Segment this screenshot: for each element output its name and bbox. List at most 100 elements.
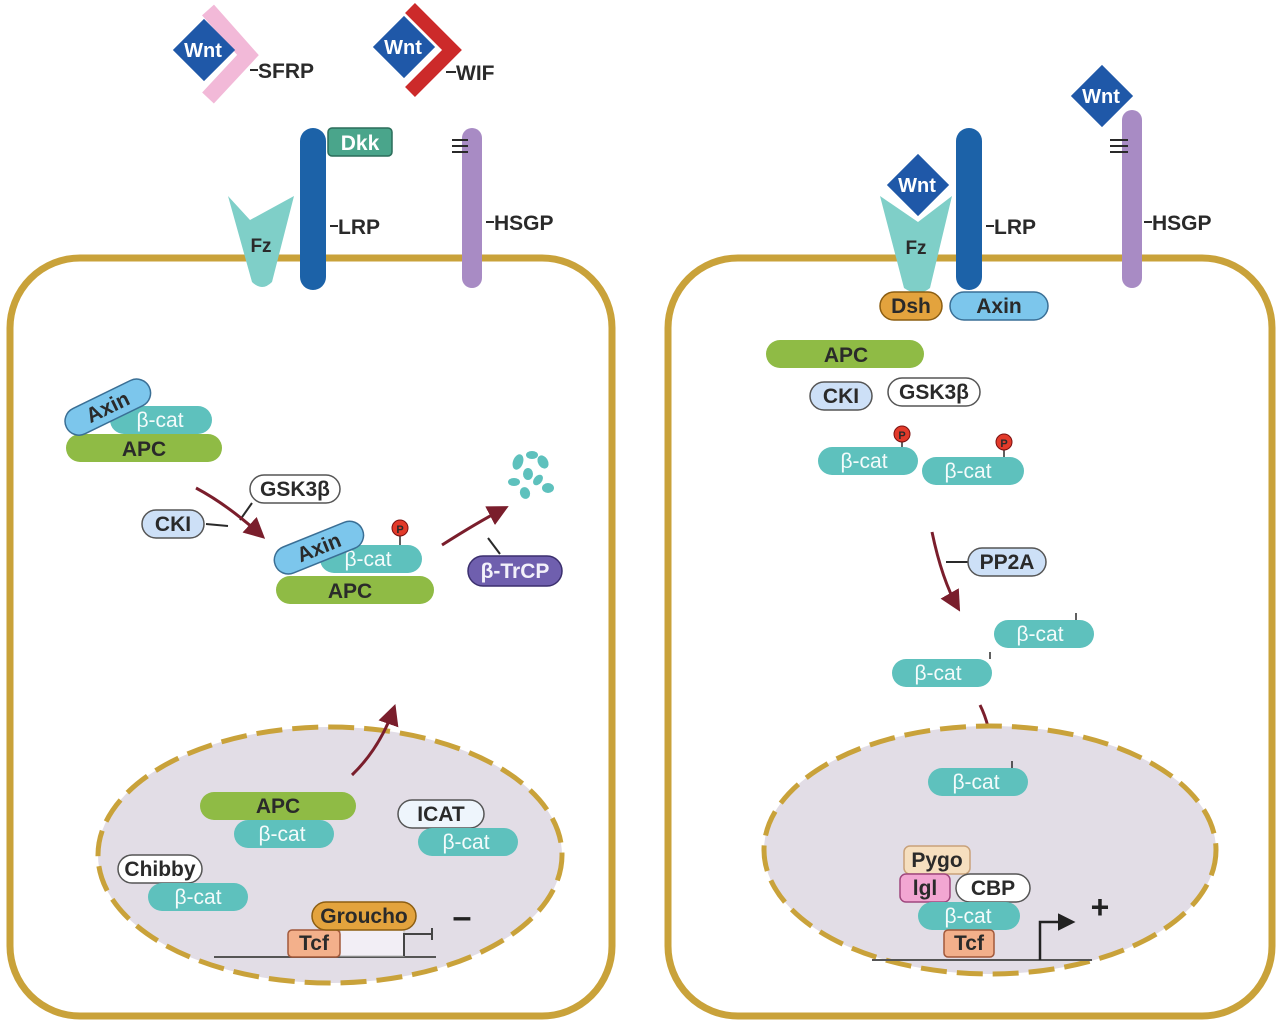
phosphate-marker — [893, 425, 911, 443]
pygo-label: Pygo — [911, 849, 962, 872]
lrp-label: LRP — [338, 216, 380, 239]
apc-protein — [766, 340, 924, 368]
beta-cat-protein — [148, 883, 248, 911]
tcf-protein — [943, 929, 995, 958]
apc-label: APC — [328, 580, 372, 603]
tcf-label: Tcf — [954, 932, 985, 955]
lgl-label: lgl — [913, 877, 938, 900]
wnt-label: Wnt — [898, 175, 936, 197]
right-cell: Wnt HSGP Wnt Fz LRP Dsh Axin APC CKI GSK… — [664, 64, 1276, 1020]
beta-cat-protein — [994, 620, 1094, 648]
beta-cat-label: β-cat — [174, 886, 221, 909]
sfrp-label: SFRP — [258, 60, 314, 83]
chibby-protein — [117, 854, 203, 884]
beta-cat-protein — [110, 406, 212, 434]
phosphate-marker — [391, 519, 409, 537]
cki-protein — [809, 381, 873, 411]
hsgp-proteoglycan — [462, 128, 482, 288]
dsh-protein — [879, 291, 943, 321]
fz-receptor — [880, 196, 952, 293]
wnt-label: Wnt — [1082, 86, 1120, 108]
apc-protein — [66, 434, 222, 462]
apc-label: APC — [122, 438, 166, 461]
apc-label: APC — [824, 344, 868, 367]
fz-label: Fz — [250, 236, 271, 257]
axin-protein — [273, 520, 365, 575]
repressed-promoter — [403, 928, 433, 956]
dephosphorylation-arrow — [930, 531, 961, 612]
cki-label: CKI — [155, 513, 191, 536]
phosphate-label: P — [898, 430, 905, 442]
sfrp-chevron — [202, 4, 259, 104]
beta-cat-label: β-cat — [1016, 623, 1063, 646]
promoter-box — [339, 927, 405, 957]
hsgp-proteoglycan — [1122, 110, 1142, 288]
right-nucleus: β-cat Pygo lgl CBP β-cat Tcf + — [761, 723, 1219, 977]
hsgp-glycan-chains — [1110, 139, 1128, 153]
gsk3b-label: GSK3β — [260, 478, 330, 501]
tcf-protein — [287, 929, 341, 958]
hsgp-glycan-chains — [452, 139, 468, 153]
lrp-receptor — [956, 128, 982, 290]
activation-sign: + — [1091, 889, 1110, 925]
wnt-diamond — [372, 15, 436, 79]
wnt-wif-complex: Wnt WIF — [372, 3, 495, 97]
beta-cat-label: β-cat — [258, 823, 305, 846]
groucho-protein — [311, 901, 417, 931]
wnt-diamond — [886, 153, 950, 217]
fz-label: Fz — [905, 238, 926, 259]
apc-protein — [200, 792, 356, 820]
degradation-arrow — [441, 506, 509, 547]
icat-label: ICAT — [417, 803, 465, 826]
apc-label: APC — [256, 795, 300, 818]
btrcp-protein — [467, 555, 563, 587]
nuclear-export-arrow — [350, 704, 399, 777]
dkk-protein — [327, 127, 393, 157]
hsgp-label: HSGP — [1152, 212, 1212, 235]
repression-sign: – — [453, 898, 472, 936]
lgl-protein — [899, 873, 951, 903]
beta-cat-protein — [928, 768, 1028, 796]
beta-cat-protein — [818, 447, 918, 475]
beta-cat-protein — [234, 820, 334, 848]
destruction-complex-phosphorylated: APC β-cat Axin P — [273, 519, 434, 604]
btrcp-label: β-TrCP — [481, 560, 550, 583]
chibby-label: Chibby — [124, 858, 195, 881]
nuclear-envelope — [95, 724, 565, 986]
phosphorylation-arrow — [195, 486, 266, 539]
beta-cat-label: β-cat — [344, 548, 391, 571]
axin-protein — [949, 291, 1049, 321]
axin-protein — [64, 378, 152, 436]
beta-cat-label: β-cat — [840, 450, 887, 473]
beta-cat-label: β-cat — [442, 831, 489, 854]
beta-cat-label: β-cat — [944, 460, 991, 483]
wnt-sfrp-complex: Wnt SFRP — [172, 4, 314, 104]
wif-label: WIF — [456, 62, 495, 85]
wif-chevron — [405, 3, 462, 97]
beta-cat-label: β-cat — [944, 905, 991, 928]
transcription-start-arrow — [1038, 913, 1076, 960]
beta-cat-protein — [418, 828, 518, 856]
gsk3b-protein — [887, 377, 981, 407]
cki-protein — [141, 509, 205, 539]
wnt-label: Wnt — [184, 40, 222, 62]
dkk-label: Dkk — [341, 132, 380, 155]
beta-cat-label: β-cat — [136, 409, 183, 432]
phosphate-marker — [995, 433, 1013, 451]
lrp-receptor — [300, 128, 326, 290]
tcf-label: Tcf — [299, 932, 330, 955]
cbp-label: CBP — [971, 877, 1015, 900]
degraded-fragments — [508, 451, 554, 499]
pp2a-protein — [967, 547, 1047, 577]
beta-cat-label: β-cat — [914, 662, 961, 685]
beta-cat-protein — [922, 457, 1024, 485]
pp2a-label: PP2A — [980, 551, 1035, 574]
dsh-label: Dsh — [891, 295, 931, 318]
beta-cat-protein — [892, 659, 992, 687]
lrp-label: LRP — [994, 216, 1036, 239]
gsk3b-protein — [249, 474, 341, 504]
beta-cat-label: β-cat — [952, 771, 999, 794]
phosphate-label: P — [396, 524, 403, 536]
